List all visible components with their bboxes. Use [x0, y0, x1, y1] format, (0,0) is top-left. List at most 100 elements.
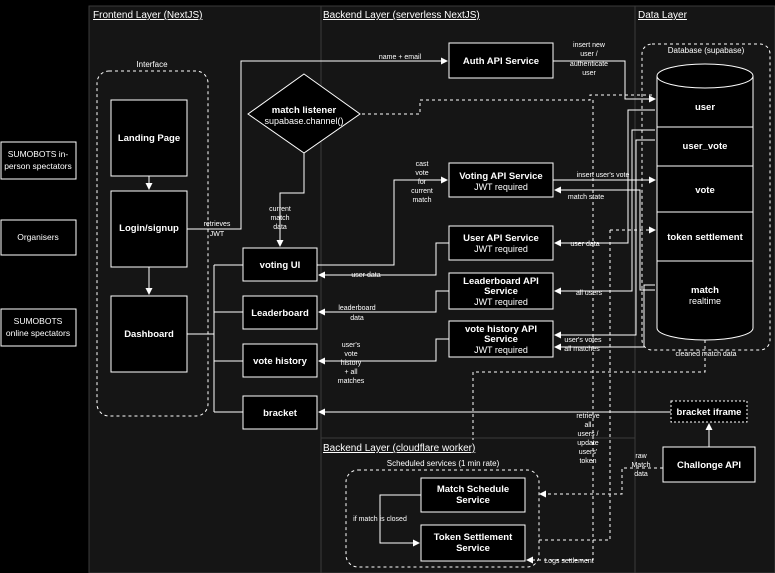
svg-text:raw: raw [635, 453, 647, 460]
edge-label-if-closed: if match is closed [353, 516, 407, 523]
svg-text:JWT required: JWT required [474, 297, 528, 307]
svg-text:JWT required: JWT required [474, 345, 528, 355]
table-token-settlement: token settlement [667, 232, 743, 243]
svg-text:JWT required: JWT required [474, 244, 528, 254]
edge-if-match-closed [379, 494, 421, 547]
edge-leaderboard-data [318, 290, 449, 316]
frontend-lane-title: Frontend Layer (NextJS) [93, 10, 203, 21]
svg-text:leaderboard: leaderboard [338, 305, 375, 312]
svg-text:history: history [341, 360, 362, 367]
edge-label-match-state: match state [568, 194, 604, 201]
svg-text:matches: matches [338, 378, 365, 385]
edge-label-all-matches: all matches [564, 346, 600, 353]
svg-text:Scheduled services (1 min rate: Scheduled services (1 min rate) [387, 459, 500, 468]
svg-text:Voting API Service: Voting API Service [459, 171, 542, 182]
data-lane-title: Data Layer [638, 10, 688, 21]
svg-text:vote: vote [415, 170, 428, 177]
svg-text:Auth API Service: Auth API Service [463, 56, 539, 67]
svg-text:voting UI: voting UI [260, 260, 301, 271]
leaderboard-box: Leaderboard [242, 295, 318, 330]
edge-label-vote-history-data: user's vote history + all matches [338, 342, 365, 385]
edge-token-settlement-link [538, 230, 611, 541]
database-label: Database (supabase) [668, 46, 745, 55]
svg-text:match listener: match listener [272, 105, 337, 116]
svg-text:online spectators: online spectators [6, 328, 70, 338]
svg-text:Service: Service [456, 543, 490, 554]
svg-text:current: current [411, 188, 433, 195]
landing-page-box: Landing Page [110, 99, 188, 177]
svg-text:Leaderboard API: Leaderboard API [463, 276, 539, 287]
vote-history-box: vote history [242, 343, 318, 378]
svg-text:Match: Match [631, 462, 650, 469]
edge-current-match [276, 153, 305, 247]
edge-all-matches [554, 284, 655, 351]
leaderboard-api-service: Leaderboard API Service JWT required [448, 272, 554, 310]
edge-label-raw-match: raw Match data [631, 453, 650, 478]
edge-label-logs-settlement: Logs settlement [544, 558, 593, 565]
svg-text:Match Schedule: Match Schedule [437, 484, 509, 495]
actor-organisers: Organisers [0, 219, 77, 256]
svg-text:+ all: + all [344, 369, 357, 376]
svg-text:JWT required: JWT required [474, 182, 528, 192]
edge-label-retrieve-all: retrieve all users / update users' token [576, 413, 599, 465]
table-user: user [695, 102, 715, 113]
svg-text:users': users' [579, 449, 597, 456]
svg-text:Service: Service [484, 286, 518, 297]
edge-match-state [554, 186, 655, 291]
svg-text:match: match [270, 215, 289, 222]
voting-api-service: Voting API Service JWT required [448, 162, 554, 198]
svg-text:Challonge API: Challonge API [677, 460, 741, 471]
actor-online: SUMOBOTS online spectators [0, 308, 77, 347]
database-group: Database (supabase) [641, 43, 771, 351]
match-schedule-service: Match Schedule Service [420, 477, 526, 513]
edge-name-email [187, 57, 448, 230]
svg-text:SUMOBOTS: SUMOBOTS [14, 316, 63, 326]
edge-label-user-data-ui: user data [351, 272, 380, 279]
user-api-service: User API Service JWT required [448, 225, 554, 261]
svg-text:update: update [577, 440, 599, 447]
vote-history-api-service: vote history API Service JWT required [448, 320, 554, 358]
edge-label-all-users: all users [576, 290, 603, 297]
svg-text:token: token [579, 458, 596, 465]
table-match: match [691, 285, 719, 296]
edge-label-cast-vote: cast vote for current match [411, 161, 433, 204]
svg-text:vote history: vote history [253, 356, 308, 367]
scheduled-services-group: Scheduled services (1 min rate) [345, 459, 540, 568]
table-match-realtime: realtime [689, 296, 721, 306]
svg-text:data: data [634, 471, 648, 478]
svg-text:user: user [582, 70, 596, 77]
bracket-iframe-box: bracket iframe [670, 400, 748, 423]
edge-cast-vote [317, 176, 448, 266]
svg-text:bracket: bracket [263, 408, 298, 419]
table-user-vote: user_vote [683, 141, 728, 152]
database-cylinder [656, 63, 754, 341]
svg-text:Organisers: Organisers [17, 232, 59, 242]
svg-text:person spectators: person spectators [4, 161, 72, 171]
svg-text:authenticate: authenticate [570, 61, 608, 68]
svg-text:retrieve: retrieve [576, 413, 599, 420]
svg-text:Service: Service [456, 495, 490, 506]
table-vote: vote [695, 185, 715, 196]
token-settlement-service: Token Settlement Service [420, 524, 526, 562]
svg-text:data: data [350, 315, 364, 322]
edge-raw-match-data [539, 467, 663, 498]
edge-label-current-match: current match data [269, 206, 291, 231]
bracket-box: bracket [242, 395, 318, 430]
svg-text:JWT: JWT [210, 231, 225, 238]
svg-text:cast: cast [416, 161, 429, 168]
challonge-api-box: Challonge API [662, 446, 756, 483]
svg-text:data: data [273, 224, 287, 231]
svg-text:User API Service: User API Service [463, 233, 539, 244]
svg-text:Leaderboard: Leaderboard [251, 308, 309, 319]
backend-lane-title: Backend Layer (serverless NextJS) [323, 10, 480, 21]
interface-label: Interface [136, 60, 168, 69]
svg-text:Login/signup: Login/signup [119, 223, 179, 234]
svg-text:bracket iframe: bracket iframe [677, 407, 742, 418]
svg-text:Service: Service [484, 334, 518, 345]
svg-text:insert new: insert new [573, 42, 606, 49]
edge-realtime-listener [362, 94, 655, 115]
edge-users-votes [554, 139, 655, 339]
svg-text:Landing Page: Landing Page [118, 133, 180, 144]
interface-group [96, 70, 209, 417]
edge-insert-user [553, 60, 656, 103]
